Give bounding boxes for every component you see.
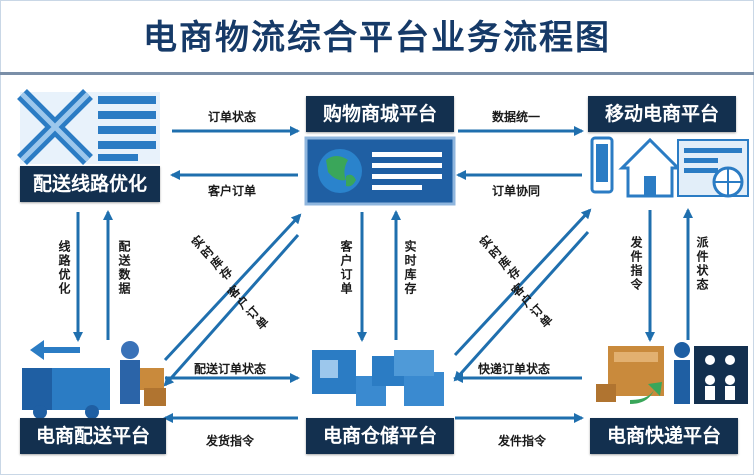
edge-label-order-collab: 订单协同 xyxy=(492,184,541,198)
node-shopping-mall-label: 购物商城平台 xyxy=(322,103,437,125)
node-delivery-platform: 电商配送平台 xyxy=(20,418,166,454)
node-express-platform: 电商快递平台 xyxy=(590,418,738,454)
arrow-realtime-stock-l xyxy=(163,213,302,362)
node-delivery-platform-label: 电商配送平台 xyxy=(35,425,150,447)
edge-label-data-unify: 数据统一 xyxy=(492,110,541,124)
node-warehouse-platform: 电商仓储平台 xyxy=(306,418,454,454)
arrow-customer-order-l xyxy=(163,234,300,387)
route-optimization-icon xyxy=(17,89,160,165)
title-divider xyxy=(0,72,754,75)
edge-label-deliver-status: 派件状态 xyxy=(695,236,709,292)
edge-label-customer-order-v: 客户订单 xyxy=(339,240,353,296)
edge-label-ship-cmd: 发货指令 xyxy=(206,434,255,448)
arrow-customer-order-r xyxy=(453,230,590,382)
warehouse-icon xyxy=(312,350,444,406)
edge-label-customer-order: 客户订单 xyxy=(208,184,257,198)
arrow-realtime-stock-r xyxy=(453,208,592,357)
mobile-ecommerce-icon xyxy=(590,136,749,198)
edge-label-realtime-stock-v: 实时库存 xyxy=(403,240,417,296)
edge-label-express-order-status: 快递订单状态 xyxy=(478,362,551,376)
node-express-platform-label: 电商快递平台 xyxy=(606,425,721,447)
edge-label-delivery-order-status: 配送订单状态 xyxy=(194,362,267,376)
node-route-optimization-label: 配送线路优化 xyxy=(32,173,147,195)
edge-label-dispatch-cmd-h: 发件指令 xyxy=(498,434,547,448)
shopping-mall-icon xyxy=(304,136,456,206)
node-route-optimization: 配送线路优化 xyxy=(20,166,160,202)
node-shopping-mall: 购物商城平台 xyxy=(306,96,454,132)
delivery-truck-icon xyxy=(22,340,166,419)
node-mobile-ecommerce: 移动电商平台 xyxy=(588,96,736,132)
node-mobile-ecommerce-label: 移动电商平台 xyxy=(604,103,719,125)
node-warehouse-platform-label: 电商仓储平台 xyxy=(322,425,437,447)
edge-label-route-opt: 线路优化 xyxy=(57,240,71,296)
diagram-title: 电商物流综合平台业务流程图 xyxy=(143,18,611,58)
edge-label-order-status: 订单状态 xyxy=(208,110,257,124)
express-courier-icon xyxy=(596,342,748,404)
edge-label-delivery-data: 配送数据 xyxy=(117,240,131,296)
edge-label-dispatch-cmd-v: 发件指令 xyxy=(629,236,643,292)
